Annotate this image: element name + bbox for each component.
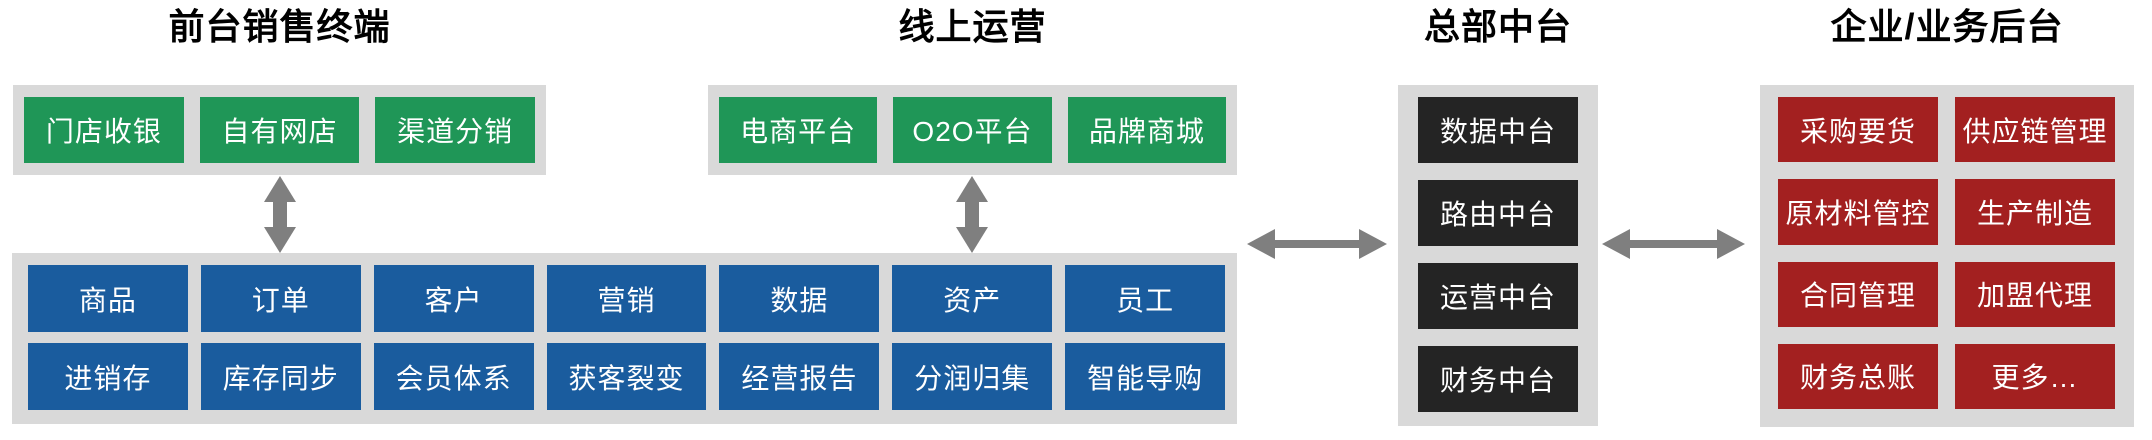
online-box: O2O平台 [893,97,1052,163]
platform-cell: 资产 [892,265,1053,332]
platform-cell: 进销存 [28,343,188,410]
backend-box: 合同管理 [1778,261,1938,327]
platform-cell: 员工 [1065,265,1225,332]
middle-section-title: 总部中台 [1423,6,1572,47]
middle-section-panel: 数据中台 路由中台 运营中台 财务中台 [1398,85,1598,426]
front-section-title: 前台销售终端 [168,6,391,47]
front-section-panel: 门店收银 自有网店 渠道分销 [13,85,546,175]
backend-box: 更多… [1955,343,2115,409]
backend-box: 加盟代理 [1955,261,2115,327]
online-section-title: 线上运营 [898,6,1047,47]
middle-platform-box: 数据中台 [1418,97,1578,163]
platform-cell: 经营报告 [719,343,880,410]
platform-cell: 会员体系 [373,343,534,410]
online-section-panel: 电商平台 O2O平台 品牌商城 [708,85,1237,175]
backend-box: 生产制造 [1955,179,2115,245]
platform-cell: 获客裂变 [546,343,707,410]
backend-section-title: 企业/业务后台 [1830,6,2064,47]
front-terminal-box: 渠道分销 [375,97,536,163]
backend-box: 供应链管理 [1955,97,2115,163]
capability-grid-panel: 商品 订单 客户 营销 数据 资产 员工 进销存 库存同步 会员体系 获客裂变 … [12,253,1237,424]
backend-box: 原材料管控 [1778,179,1938,245]
platform-cell: 库存同步 [200,343,361,410]
platform-cell: 分润归集 [892,343,1053,410]
platform-cell: 商品 [28,265,188,332]
arrow-platform-to-middle-icon [1247,229,1387,259]
arrow-front-to-platform-icon [264,176,296,253]
arrow-online-to-platform-icon [956,176,988,253]
front-terminal-box: 门店收银 [24,97,184,163]
platform-cell: 客户 [373,265,534,332]
backend-box: 采购要货 [1778,97,1938,163]
middle-platform-box: 运营中台 [1418,263,1578,329]
online-box: 电商平台 [719,97,878,163]
middle-platform-box: 财务中台 [1418,346,1578,412]
platform-cell: 智能导购 [1065,343,1225,410]
arrow-middle-to-backend-icon [1602,229,1745,259]
platform-cell: 数据 [719,265,880,332]
backend-section-panel: 采购要货 供应链管理 原材料管控 生产制造 合同管理 加盟代理 财务总账 更多… [1760,85,2134,427]
platform-cell: 订单 [200,265,361,332]
backend-box: 财务总账 [1778,343,1938,409]
online-box: 品牌商城 [1067,97,1226,163]
middle-platform-box: 路由中台 [1418,180,1578,246]
front-terminal-box: 自有网店 [199,97,360,163]
platform-cell: 营销 [546,265,707,332]
